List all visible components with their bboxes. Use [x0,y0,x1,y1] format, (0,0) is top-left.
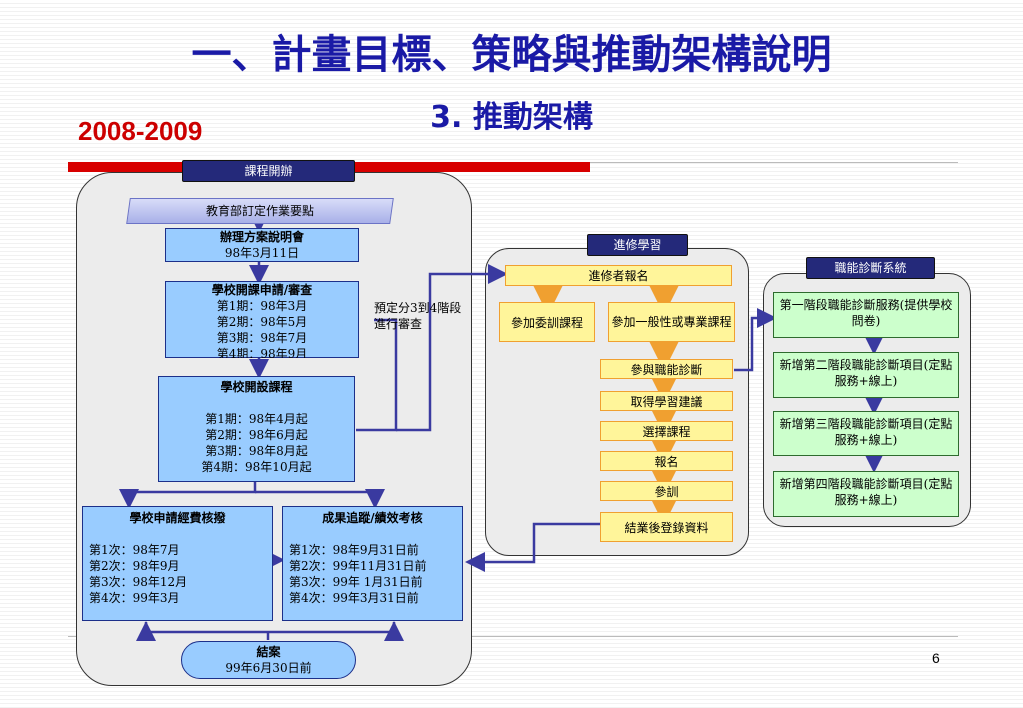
moe-banner-label: 教育部訂定作業要點 [205,204,314,218]
closing-date: 99年6月30日前 [225,661,312,675]
courses-box: 學校開設課程 第1期：98年4月起 第2期：98年6月起 第3期：98年8月起 … [158,376,355,482]
stage-4-box: 新增第四階段職能診斷項目(定點服務+線上) [773,471,959,517]
application-line: 第1期：98年3月 [216,299,308,313]
divider-bottom [68,636,958,637]
funding-line: 第1次：98年7月 [89,543,180,557]
year-label: 2008-2009 [78,116,203,146]
tracking-line: 第3次：99年 1月31日前 [289,575,423,589]
courses-line: 第1期：98年4月起 [205,412,308,426]
application-title: 學校開課申請/審查 [211,283,313,297]
tracking-line: 第4次：99年3月31日前 [289,591,419,605]
application-line: 第3期：98年7月 [216,331,308,345]
step-attend: 參訓 [600,481,733,501]
slide-title: 一、計畫目標、策略與推動架構說明 [191,32,832,78]
briefing-box: 辦理方案說明會 98年3月11日 [165,228,359,262]
stage-1-box: 第一階段職能診斷服務(提供學校問卷) [773,292,959,338]
closing-title: 結案 [256,645,281,659]
stage-2-box: 新增第二階段職能診斷項目(定點服務+線上) [773,352,959,398]
tracking-box: 成果追蹤/績效考核 第1次：98年9月31日前 第2次：99年11月31日前 第… [282,506,463,621]
briefing-title: 辦理方案說明會 [219,230,304,244]
step-suggestion: 取得學習建議 [600,391,733,411]
funding-box: 學校申請經費核撥 第1次：98年7月 第2次：98年9月 第3次：98年12月 … [82,506,273,621]
funding-line: 第3次：98年12月 [89,575,188,589]
courses-line: 第3期：98年8月起 [205,444,308,458]
review-note: 預定分3到4階段進行審查 [374,301,462,331]
slide-subtitle: 3. 推動架構 [430,100,593,135]
funding-line: 第4次：99年3月 [89,591,180,605]
learning-header: 進修學習 [587,234,688,256]
courses-line: 第2期：98年6月起 [205,428,308,442]
course-offering-header: 課程開辦 [182,160,355,182]
general-course-box: 參加一般性或專業課程 [608,302,735,342]
funding-line: 第2次：98年9月 [89,559,180,573]
register-box: 進修者報名 [505,265,732,286]
step-enroll: 報名 [600,451,733,471]
step-record: 結業後登錄資料 [600,512,733,542]
tracking-title: 成果追蹤/績效考核 [322,511,423,525]
stage-3-box: 新增第三階段職能診斷項目(定點服務+線上) [773,411,959,456]
application-line: 第4期：98年9月 [216,347,308,358]
funding-title: 學校申請經費核撥 [129,511,226,525]
closing-box: 結案 99年6月30日前 [181,641,356,679]
step-diagnosis: 參與職能診斷 [600,359,733,379]
divider-top [590,162,958,163]
courses-line: 第4期：98年10月起 [201,460,312,474]
page-number: 6 [932,650,940,666]
diagnosis-system-header: 職能診斷系統 [806,257,935,279]
application-line: 第2期：98年5月 [216,315,308,329]
step-select-course: 選擇課程 [600,421,733,441]
commissioned-course-box: 參加委訓課程 [499,302,595,342]
tracking-line: 第1次：98年9月31日前 [289,543,419,557]
tracking-line: 第2次：99年11月31日前 [289,559,427,573]
briefing-date: 98年3月11日 [224,246,300,260]
courses-title: 學校開設課程 [220,380,293,394]
application-box: 學校開課申請/審查 第1期：98年3月 第2期：98年5月 第3期：98年7月 … [165,281,359,358]
moe-banner: 教育部訂定作業要點 [126,198,394,224]
